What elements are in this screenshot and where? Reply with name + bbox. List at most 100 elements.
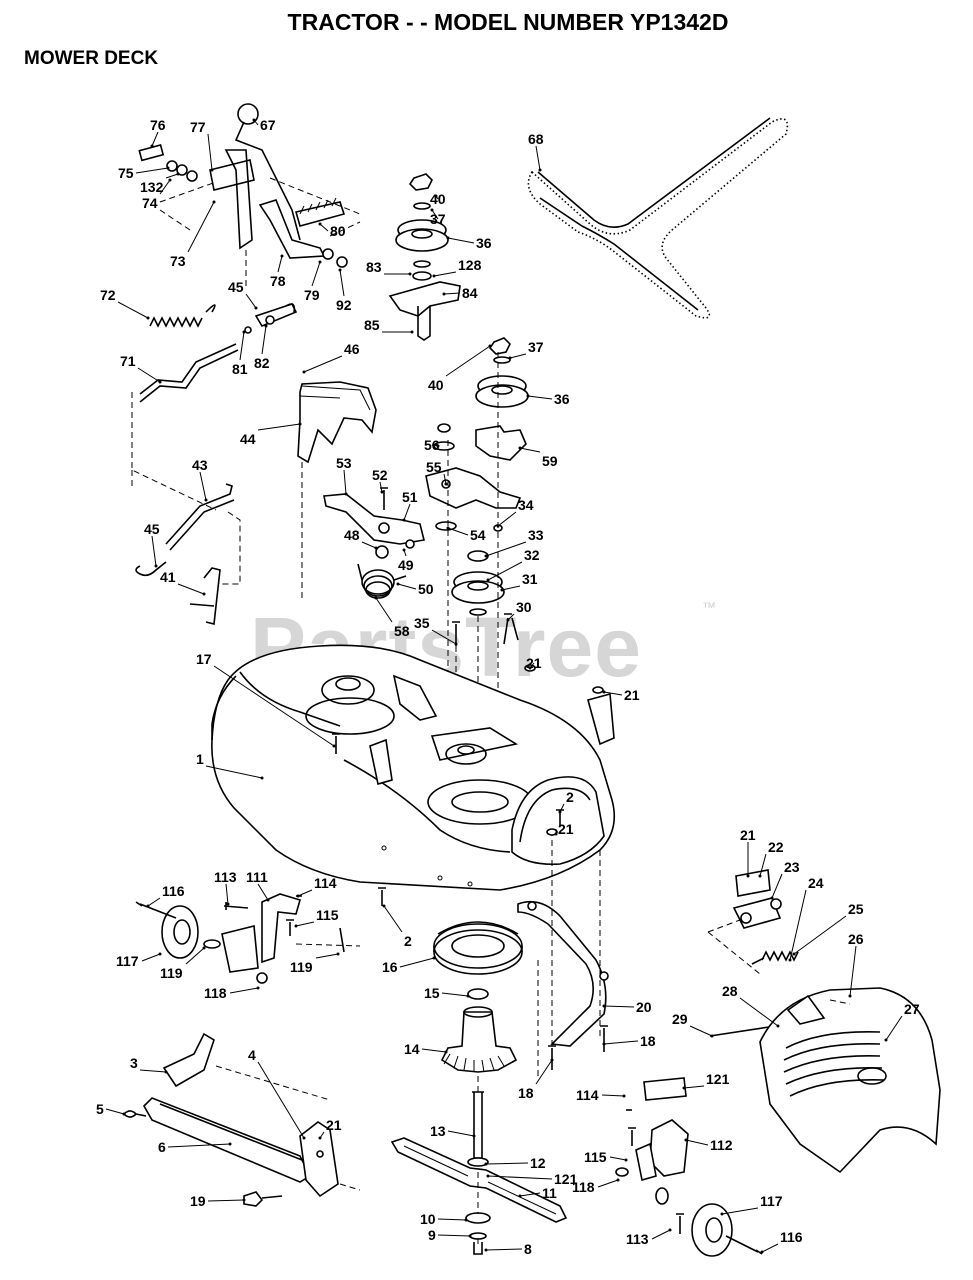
callout-59: 59	[518, 446, 558, 469]
callout-number: 34	[518, 497, 534, 513]
callout-number: 76	[150, 117, 166, 133]
callout-116: 116	[760, 1229, 803, 1254]
callout-leader	[446, 526, 469, 536]
callout-leader	[758, 853, 767, 878]
callout-number: 49	[398, 557, 414, 573]
callout-number: 128	[458, 257, 482, 273]
left-gauge-wheel-assembly	[135, 893, 361, 984]
callout-leader	[526, 394, 553, 400]
callout-leader	[187, 200, 216, 253]
callout-132: 132	[140, 172, 180, 195]
callout-30: 30	[506, 599, 532, 622]
callout-number: 74	[142, 195, 158, 211]
callout-81: 81	[232, 330, 248, 377]
callout-114: 114	[296, 875, 337, 898]
callout-21: 21	[554, 821, 574, 837]
callout-1: 1	[196, 751, 264, 780]
callout-number: 82	[254, 355, 270, 371]
callout-number: 112	[710, 1137, 733, 1153]
callout-number: 113	[626, 1231, 649, 1247]
callout-leader	[257, 422, 302, 431]
callout-leader	[431, 629, 458, 646]
callout-number: 15	[424, 985, 440, 1001]
callout-leader	[437, 1234, 472, 1238]
callout-number: 14	[404, 1041, 420, 1057]
callout-117: 117	[116, 952, 162, 969]
callout-number: 72	[100, 287, 116, 303]
callout-113: 113	[626, 1228, 672, 1247]
callout-leader	[528, 662, 535, 670]
callout-48: 48	[344, 527, 378, 550]
callout-number: 118	[572, 1179, 595, 1195]
callout-leader	[421, 1048, 448, 1054]
callout-21: 21	[526, 655, 542, 671]
callout-number: 73	[170, 253, 186, 269]
callout-leader	[609, 1156, 628, 1162]
callout-leader	[257, 883, 270, 902]
callout-number: 78	[270, 273, 286, 289]
callout-leader	[141, 952, 162, 962]
callout-number: 117	[116, 953, 139, 969]
callout-40: 40	[430, 191, 446, 207]
callout-121: 121	[682, 1071, 730, 1090]
callout-118: 118	[204, 985, 260, 1001]
callout-leader	[441, 992, 470, 998]
callout-36: 36	[446, 235, 492, 251]
callout-leader	[199, 471, 208, 502]
front-lift-arm	[135, 483, 241, 625]
callout-number: 46	[344, 341, 360, 357]
callout-leader	[720, 1207, 759, 1216]
callout-8: 8	[484, 1241, 532, 1257]
callout-6: 6	[158, 1139, 232, 1155]
callout-leader	[302, 355, 343, 374]
callout-18: 18	[518, 1058, 554, 1101]
callout-number: 17	[196, 651, 212, 667]
callout-number: 55	[426, 459, 442, 475]
callout-leader	[535, 145, 542, 172]
callout-16: 16	[382, 956, 436, 975]
callout-115: 115	[294, 907, 339, 928]
callout-number: 20	[636, 999, 652, 1015]
callout-number: 18	[518, 1085, 534, 1101]
callout-leader	[484, 1162, 529, 1166]
callout-32: 32	[486, 547, 540, 582]
callout-11: 11	[518, 1185, 557, 1201]
callout-14: 14	[404, 1041, 448, 1057]
callout-73: 73	[170, 200, 216, 269]
callout-leader	[165, 172, 180, 179]
discharge-chute-assembly	[707, 869, 941, 1174]
callout-number: 53	[336, 455, 352, 471]
callout-leader	[506, 613, 515, 622]
callout-18: 18	[602, 1033, 656, 1049]
callout-40: 40	[428, 344, 492, 393]
callout-80: 80	[318, 222, 346, 239]
callout-number: 3	[130, 1055, 138, 1071]
callout-leader	[318, 1131, 325, 1140]
callout-number: 16	[382, 959, 398, 975]
callout-number: 36	[476, 235, 492, 251]
callout-number: 75	[118, 165, 134, 181]
callout-number: 19	[190, 1193, 206, 1209]
callout-number: 24	[808, 875, 824, 891]
callout-20: 20	[602, 999, 652, 1015]
callout-number: 35	[414, 615, 430, 631]
callout-leader	[257, 1061, 306, 1140]
callout-leader	[185, 946, 206, 965]
callout-number: 54	[470, 527, 486, 543]
callout-33: 33	[484, 527, 544, 558]
watermark-trademark: ™	[702, 599, 716, 615]
callout-54: 54	[446, 526, 486, 543]
callout-number: 37	[430, 211, 446, 227]
callout-leader	[770, 873, 783, 900]
callout-number: 58	[394, 623, 410, 639]
callout-leader	[792, 915, 847, 956]
callout-number: 115	[584, 1149, 607, 1165]
callout-leader	[518, 1192, 541, 1198]
callout-leader	[684, 1138, 709, 1146]
callout-leader	[437, 1218, 468, 1222]
callout-4: 4	[248, 1047, 306, 1140]
callout-number: 119	[290, 959, 313, 975]
callout-number: 25	[848, 901, 864, 917]
